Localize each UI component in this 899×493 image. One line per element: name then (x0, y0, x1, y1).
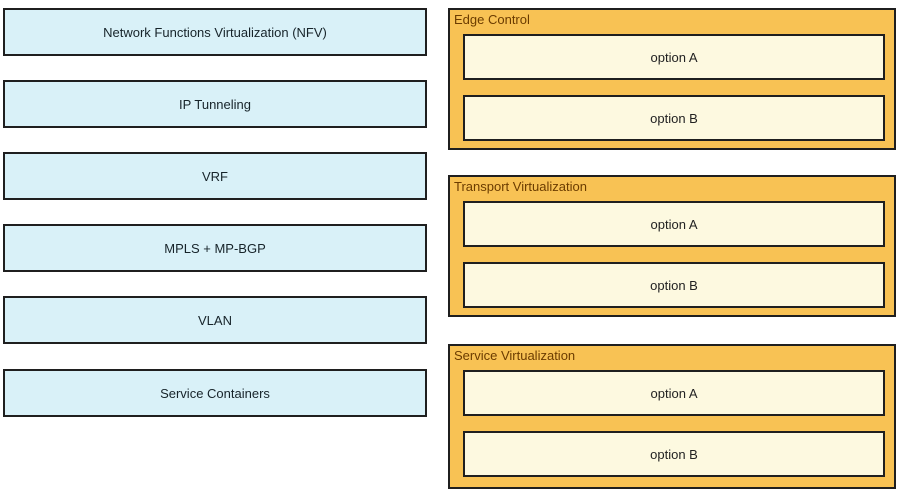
drop-slot-service-virtualization-option-b[interactable]: option B (463, 431, 885, 477)
drop-slot-transport-virtualization-option-b[interactable]: option B (463, 262, 885, 308)
category-title: Edge Control (454, 12, 530, 27)
drag-item-vlan[interactable]: VLAN (3, 296, 427, 344)
category-edge-control: Edge Control option A option B (448, 8, 896, 150)
drop-slot-service-virtualization-option-a[interactable]: option A (463, 370, 885, 416)
category-service-virtualization: Service Virtualization option A option B (448, 344, 896, 489)
category-title: Service Virtualization (454, 348, 576, 363)
drop-slot-edge-control-option-b[interactable]: option B (463, 95, 885, 141)
drag-item-vrf[interactable]: VRF (3, 152, 427, 200)
drag-item-ip-tunneling[interactable]: IP Tunneling (3, 80, 427, 128)
drag-item-service-containers[interactable]: Service Containers (3, 369, 427, 417)
category-title: Transport Virtualization (454, 179, 587, 194)
drag-item-nfv[interactable]: Network Functions Virtualization (NFV) (3, 8, 427, 56)
drop-slot-edge-control-option-a[interactable]: option A (463, 34, 885, 80)
drag-item-mpls-mp-bgp[interactable]: MPLS + MP-BGP (3, 224, 427, 272)
drop-slot-transport-virtualization-option-a[interactable]: option A (463, 201, 885, 247)
category-transport-virtualization: Transport Virtualization option A option… (448, 175, 896, 317)
